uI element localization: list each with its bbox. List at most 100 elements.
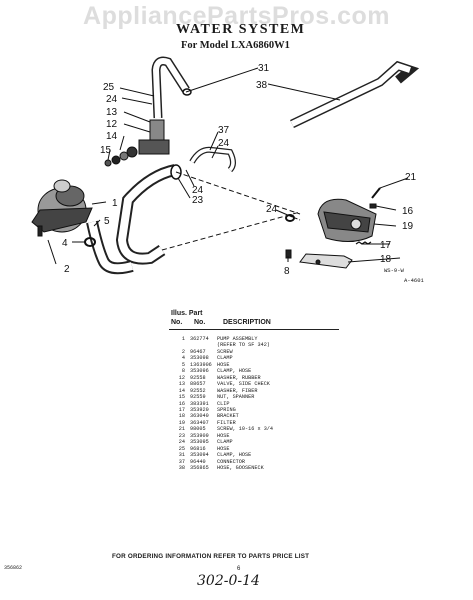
table-header-rule [169,329,339,330]
illus-number: 31 [178,452,185,459]
illus-number: 23 [178,432,185,439]
callout-18: 18 [380,254,392,265]
part-number: 362774 [190,336,209,342]
callout-15: 15 [100,145,112,156]
part-number: 92558 [190,374,206,381]
part-description: WASHER, RUBBER [217,374,261,381]
callout-25: 25 [103,82,115,93]
pump-assembly [31,179,93,237]
callout-21: 21 [405,172,417,183]
part-description: HOSE [217,361,230,368]
part-number: 356865 [190,465,209,472]
table-header-description: DESCRIPTION [223,319,271,326]
part-description: FILTER [217,419,236,426]
part-description: (REFER TO SF 342) [217,342,270,349]
callout-12: 12 [106,119,118,130]
part-description: WASHER, FIBER [217,387,258,394]
part-description: SCREW, 10-16 x 3/4 [217,426,274,433]
handwritten-note: 302-0-14 [197,573,260,589]
exploded-parts-diagram: 31 38 25 24 13 12 14 15 37 24 24 23 1 5 … [31,56,425,284]
parts-table-row: 19 363407 FILTER [171,420,273,426]
part-number: 92552 [190,387,206,394]
illus-number: 24 [178,439,185,446]
callout-24: 24 [106,94,118,105]
part-description: HOSE [217,445,230,452]
part-description: CLIP [217,400,230,407]
parts-table-row: 16 383391 CLIP [171,401,273,407]
parts-table-row: 21 98005 SCREW, 10-16 x 3/4 [171,426,273,432]
callout-2: 2 [64,264,70,275]
part-number: 98005 [190,426,206,433]
part-description: CLAMP, HOSE [217,452,252,459]
part-number: 353098 [190,355,209,362]
part-description: NUT, SPANNER [217,394,255,401]
table-header-illus-no: No. [171,319,183,326]
callout-13: 13 [106,107,118,118]
callout-23: 23 [192,195,204,206]
callout-1: 1 [112,198,118,209]
ordering-info-footer: FOR ORDERING INFORMATION REFER TO PARTS … [112,553,310,560]
part-description: SPRING [217,406,236,413]
callout-8: 8 [284,266,290,277]
part-number: 92559 [190,394,206,401]
illus-number: 5 [181,361,185,368]
part-number: 96816 [190,445,206,452]
illus-number: 4 [181,355,185,362]
part-number: 363407 [190,419,209,426]
part-description: CLAMP, HOSE [217,368,252,375]
bracket-18 [299,253,353,269]
ws-label: WS-9-W [384,267,405,274]
part-description: VALVE, SIDE CHECK [217,381,270,388]
illus-number: 21 [178,426,185,433]
illus-number: 19 [178,419,185,426]
watermark: AppliancePartsPros.com [83,2,390,30]
diagram-title: WATER SYSTEM [176,22,306,37]
callout-17: 17 [380,240,392,251]
ref-label: A-4601 [404,277,425,284]
illus-number: 37 [178,458,185,465]
document-number: 356862 [4,565,23,571]
parts-table-row: 5 1363906 HOSE [171,362,273,368]
callout-4: 4 [62,238,68,249]
illus-number: 18 [178,413,185,420]
hose-clamp-31 [182,88,192,96]
part-number: 353095 [190,439,209,446]
part-description: CLAMP [217,439,233,446]
part-number: 88657 [190,381,206,388]
parts-table-row: 25 96816 HOSE [171,446,273,452]
illus-number: 15 [178,394,185,401]
clip-16 [369,203,377,209]
screw-21 [371,187,381,199]
parts-table-row: (REFER TO SF 342) [171,342,273,348]
parts-table-row: 15 92559 NUT, SPANNER [171,394,273,400]
part-number: 353909 [190,432,209,439]
illus-number: 1 [181,336,185,342]
part-number: 96440 [190,458,206,465]
illus-number: 25 [178,445,185,452]
callout-24: 24 [266,204,278,215]
illus-number: 2 [181,348,185,355]
illus-number: 16 [178,400,185,407]
part-number: 353096 [190,368,209,375]
callout-37: 37 [218,125,230,136]
table-header-illus-part: Illus. Part [171,310,203,317]
part-number: 383391 [190,400,209,407]
filter-assembly [317,198,377,242]
part-number: 1363906 [190,361,212,368]
callout-14: 14 [106,131,118,142]
part-description: SCREW [217,348,233,355]
illus-number: 17 [178,406,185,413]
part-description: CONNECTOR [217,458,246,465]
